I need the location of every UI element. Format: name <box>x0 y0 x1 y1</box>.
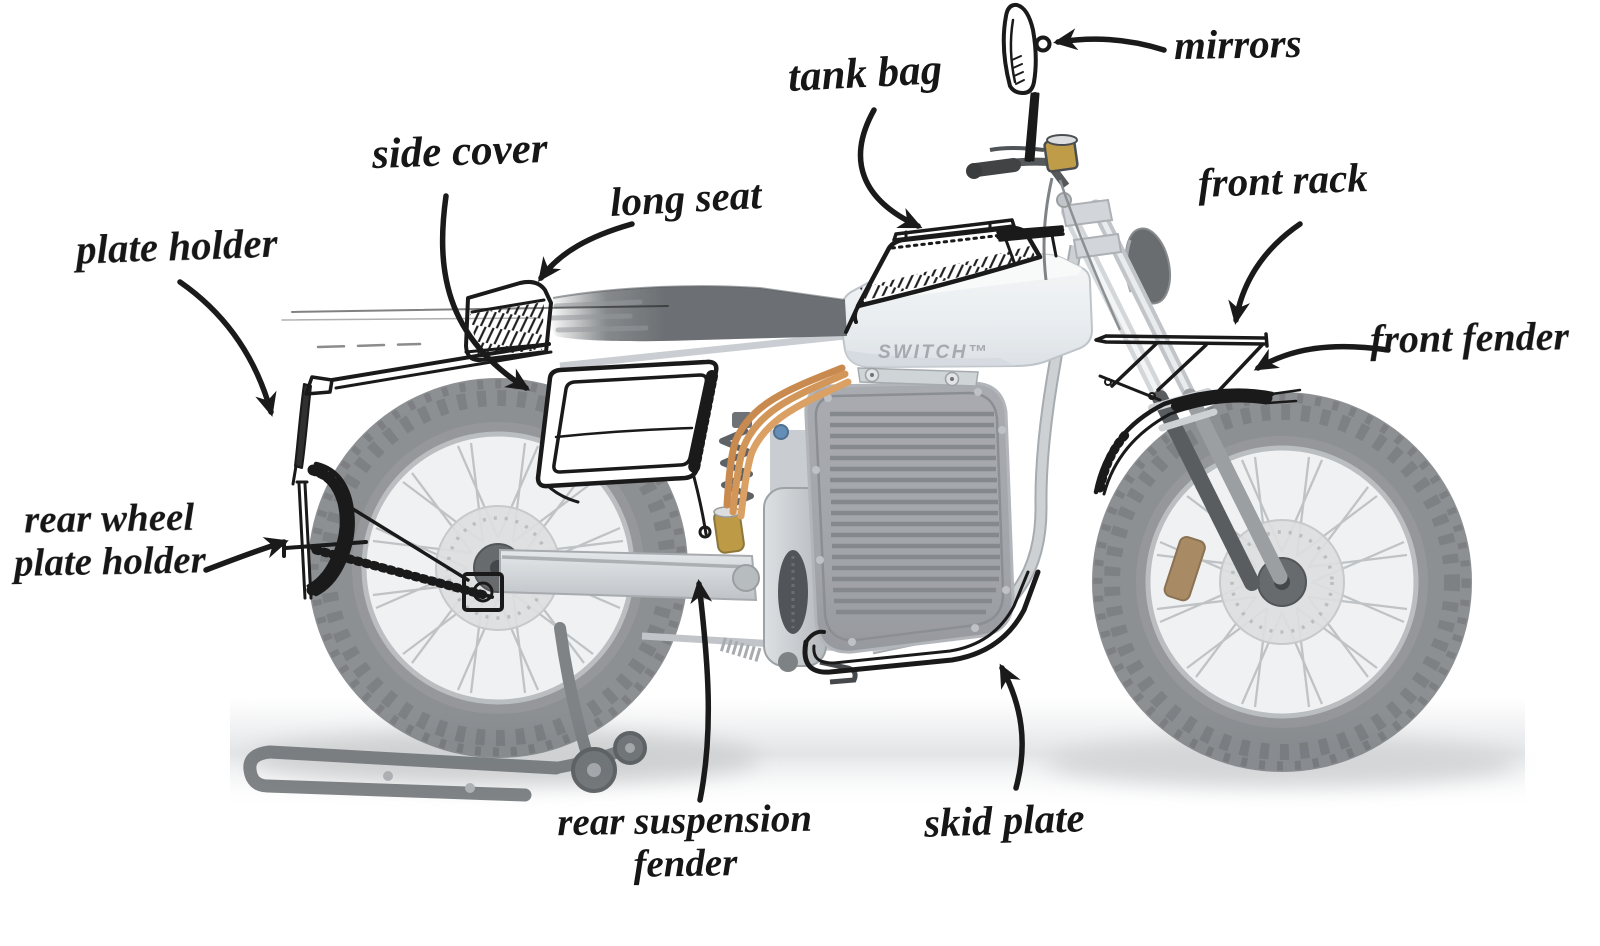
arrow-side-cover <box>439 193 531 391</box>
arrow-front-rack <box>1228 221 1303 325</box>
accessory-sketches <box>281 2 1302 675</box>
label-rear-suspension-fender: rear suspension fender <box>556 796 813 886</box>
arrow-skid-plate <box>999 663 1025 791</box>
arrow-long-seat <box>538 221 635 283</box>
front-fender-sketch <box>1093 388 1302 496</box>
label-mirrors: mirrors <box>1173 19 1302 69</box>
label-rear-wheel-plate-holder: rear wheel plate holder <box>13 495 207 585</box>
skid-plate-sketch <box>802 569 1041 675</box>
label-side-cover: side cover <box>371 124 549 179</box>
front-brake-caliper <box>1163 535 1206 602</box>
battery-box <box>804 381 1015 654</box>
paddock-stand <box>243 622 647 802</box>
arrow-rear-suspension-fender <box>690 579 713 803</box>
arrow-mirrors <box>1053 28 1167 53</box>
brand-logo: SWITCH™ <box>878 342 989 363</box>
side-cover-sketch <box>535 359 719 539</box>
label-skid-plate: skid plate <box>923 794 1086 846</box>
long-seat-sketch <box>281 279 669 363</box>
arrow-plate-holder <box>177 279 277 417</box>
label-front-fender: front fender <box>1369 313 1570 362</box>
mirror-sketch <box>1001 2 1052 162</box>
arrow-front-fender <box>1253 343 1391 371</box>
power-cables <box>723 364 852 520</box>
annotation-arrows <box>177 28 1391 803</box>
label-front-rack: front rack <box>1197 154 1369 206</box>
subframe-rail <box>559 332 846 370</box>
seat <box>548 285 847 342</box>
front-fork <box>1056 192 1288 591</box>
label-plate-holder: plate holder <box>75 219 279 273</box>
tank-bag-sketch <box>844 218 1043 334</box>
label-long-seat: long seat <box>608 171 763 225</box>
rear-wheel-plate-holder-sketch <box>282 461 504 612</box>
front-rack-sketch <box>996 225 1269 402</box>
plate-holder-sketch <box>291 342 553 486</box>
label-tank-bag: tank bag <box>786 45 944 102</box>
arrow-rear-wheel-plate-holder <box>203 537 289 573</box>
arrow-tank-bag <box>857 107 923 229</box>
